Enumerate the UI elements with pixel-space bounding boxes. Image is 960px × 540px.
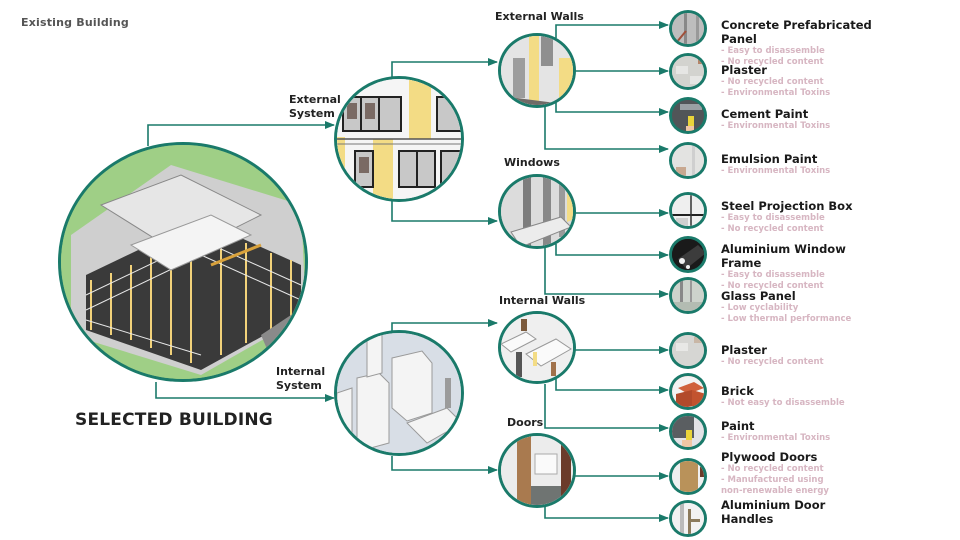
facade-illustration <box>337 79 461 199</box>
material-item: Cement Paint - Environmental Toxins <box>721 107 830 132</box>
material-name: Cement Paint <box>721 107 809 121</box>
material-note: - Environmental Toxins <box>721 166 831 176</box>
paint-roller-icon <box>672 100 704 131</box>
plywood-door-icon <box>672 461 704 492</box>
building-illustration <box>61 145 305 379</box>
material-plywood-doors-image[interactable] <box>669 458 707 495</box>
wire-ext-windows <box>391 198 498 225</box>
internal-system-label-line2: System <box>276 379 322 392</box>
internal-walls-illustration <box>337 333 461 453</box>
windows-image[interactable] <box>498 174 576 249</box>
plaster-icon <box>672 56 704 87</box>
material-name-line2: Frame <box>721 256 762 270</box>
material-name: Aluminium Window <box>721 242 846 256</box>
material-note: - No recycled content <box>721 464 824 474</box>
material-item: Aluminium Door Handles <box>721 498 825 526</box>
material-cement-paint-image[interactable] <box>669 97 707 134</box>
material-aluminium-door-handles-image[interactable] <box>669 500 707 537</box>
material-note: - Environmental Toxins <box>721 121 831 131</box>
material-item: Plaster - No recycled content - Environm… <box>721 63 830 99</box>
material-name: Brick <box>721 384 754 398</box>
material-note: - No recycled content <box>721 77 824 87</box>
material-steel-projection-box-image[interactable] <box>669 192 707 229</box>
glass-panel-icon <box>672 280 704 311</box>
material-note: - Easy to disassemble <box>721 46 825 56</box>
selected-building-title: SELECTED BUILDING <box>75 410 273 430</box>
material-note: non-renewable energy <box>721 486 829 496</box>
material-concrete-panel-image[interactable] <box>669 10 707 47</box>
windows-illustration <box>501 177 573 246</box>
internal-walls-image[interactable] <box>498 311 576 384</box>
material-note: - No recycled content <box>721 224 824 234</box>
material-name: Aluminium Door <box>721 498 826 512</box>
wire-building-internal <box>155 382 335 402</box>
wire-building-external <box>147 121 335 146</box>
internal-walls-detail-illustration <box>501 314 573 381</box>
external-walls-image[interactable] <box>498 33 576 108</box>
plaster-icon <box>672 335 704 366</box>
material-emulsion-paint-image[interactable] <box>669 142 707 179</box>
material-item: Aluminium Window Frame - Easy to disasse… <box>721 242 846 292</box>
material-item: Steel Projection Box - Easy to disassemb… <box>721 199 853 235</box>
windows-label: Windows <box>504 156 560 169</box>
material-note: - Not easy to disassemble <box>721 398 845 408</box>
doors-label: Doors <box>507 416 544 429</box>
material-name-line2: Handles <box>721 512 774 526</box>
selected-building-image[interactable] <box>58 142 308 382</box>
wire-int-doors <box>391 456 498 474</box>
aluminium-frame-icon <box>672 239 704 270</box>
material-paint-image[interactable] <box>669 413 707 450</box>
internal-system-image[interactable] <box>334 330 464 456</box>
material-item: Concrete Prefabricated Panel - Easy to d… <box>721 18 872 68</box>
internal-walls-label: Internal Walls <box>499 294 586 307</box>
material-name: Emulsion Paint <box>721 152 818 166</box>
material-note: - Easy to disassemble <box>721 213 825 223</box>
material-item: Glass Panel - Low cyclability - Low ther… <box>721 289 851 325</box>
external-system-label-line2: System <box>289 107 335 120</box>
material-name: Plaster <box>721 63 767 77</box>
material-name: Paint <box>721 419 755 433</box>
material-note: - No recycled content <box>721 357 824 367</box>
material-item: Emulsion Paint - Environmental Toxins <box>721 152 830 177</box>
doors-image[interactable] <box>498 433 576 508</box>
brick-icon <box>672 376 704 407</box>
material-aluminium-window-frame-image[interactable] <box>669 236 707 273</box>
external-walls-label: External Walls <box>495 10 584 23</box>
emulsion-paint-icon <box>672 145 704 176</box>
material-note: - Environmental Toxins <box>721 433 831 443</box>
material-brick-image[interactable] <box>669 373 707 410</box>
material-note: - No recycled content <box>721 57 824 67</box>
material-note: - Environmental Toxins <box>721 88 831 98</box>
wire-ext-walls <box>391 58 498 78</box>
paint-roller-icon <box>672 416 704 447</box>
material-item: Paint - Environmental Toxins <box>721 419 830 444</box>
material-note: - Low cyclability <box>721 303 799 313</box>
material-item: Brick - Not easy to disassemble <box>721 384 845 409</box>
external-system-label-line1: External <box>289 93 341 106</box>
doors-illustration <box>501 436 573 505</box>
material-glass-panel-image[interactable] <box>669 277 707 314</box>
door-handle-icon <box>672 503 704 534</box>
external-system-image[interactable] <box>334 76 464 202</box>
material-note: - Manufactured using <box>721 475 824 485</box>
material-name: Plaster <box>721 343 767 357</box>
material-name-line2: Panel <box>721 32 757 46</box>
external-system-label: External System <box>289 93 341 121</box>
material-note: - No recycled content <box>721 281 824 291</box>
material-item: Plaster - No recycled content <box>721 343 824 368</box>
page-title: Existing Building <box>21 16 129 29</box>
material-item: Plywood Doors - No recycled content - Ma… <box>721 450 829 497</box>
material-name: Concrete Prefabricated <box>721 18 872 32</box>
material-plaster-image[interactable] <box>669 53 707 90</box>
material-note: - Easy to disassemble <box>721 270 825 280</box>
material-note: - Low thermal performance <box>721 314 852 324</box>
internal-system-label: Internal System <box>276 365 325 393</box>
material-name: Glass Panel <box>721 289 796 303</box>
material-name: Steel Projection Box <box>721 199 853 213</box>
internal-system-label-line1: Internal <box>276 365 326 378</box>
material-name: Plywood Doors <box>721 450 818 464</box>
material-plaster-2-image[interactable] <box>669 332 707 369</box>
concrete-panel-icon <box>672 13 704 44</box>
